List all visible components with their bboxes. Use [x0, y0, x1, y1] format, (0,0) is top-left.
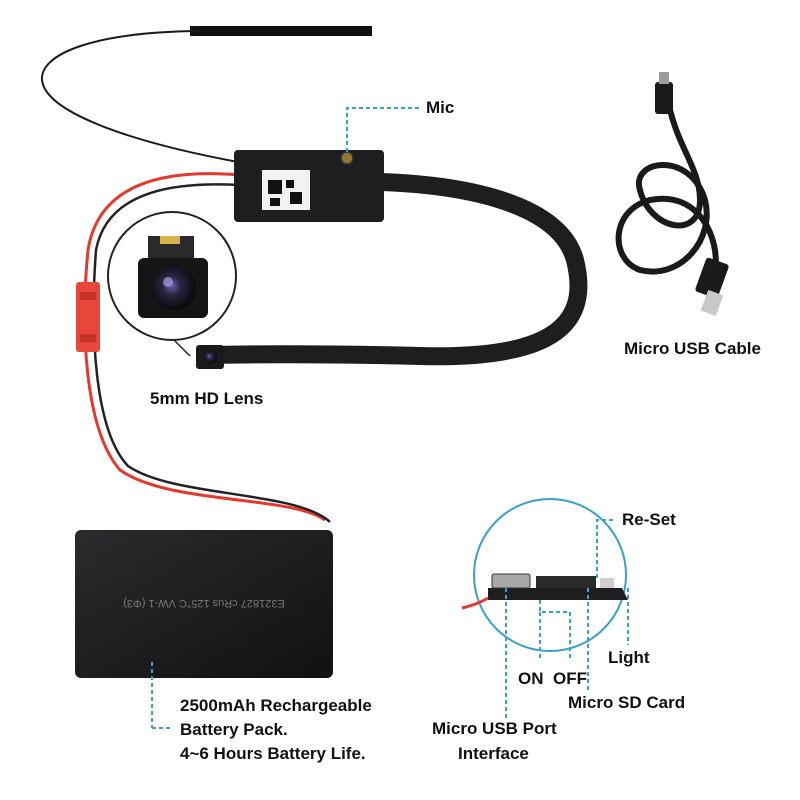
light-label: Light: [608, 648, 650, 667]
mic-port: [340, 151, 354, 165]
battery-label-line1: 2500mAh Rechargeable: [180, 696, 372, 715]
callout-lines: [151, 107, 629, 729]
lens-label: 5mm HD Lens: [150, 389, 264, 408]
mic-label: Mic: [426, 98, 455, 117]
reset-callout: [596, 519, 614, 578]
usb-port-label: Micro USB Port: [432, 719, 557, 738]
black-wire: [92, 183, 331, 523]
on-label: ON: [518, 669, 544, 688]
usb-micro-plug: [655, 82, 673, 114]
antenna-bar: [190, 26, 372, 36]
lens-glass: [152, 266, 196, 310]
usb-a-plug: [695, 257, 729, 299]
battery-print: E321827 cRus 125°C VW-1 (Φ3): [123, 597, 285, 609]
usb-cable-label: Micro USB Cable: [624, 339, 761, 358]
battery-pack: [75, 530, 333, 678]
battery-label-line2: Battery Pack.: [180, 720, 288, 739]
usb-cable-coil: [615, 109, 719, 275]
usb-port-interface-label: Interface: [458, 744, 529, 763]
board-usb-port: [491, 573, 531, 589]
onoff-callout: [539, 600, 571, 658]
sd-card-label: Micro SD Card: [568, 693, 686, 712]
red-wire: [83, 172, 326, 522]
off-label: OFF: [553, 669, 587, 688]
battery-label-line3: 4~6 Hours Battery Life.: [180, 744, 366, 763]
mic-callout: [346, 107, 420, 152]
ribbon-cable: [211, 173, 588, 366]
reset-label: Re-Set: [622, 510, 676, 529]
antenna-wire: [40, 30, 239, 163]
